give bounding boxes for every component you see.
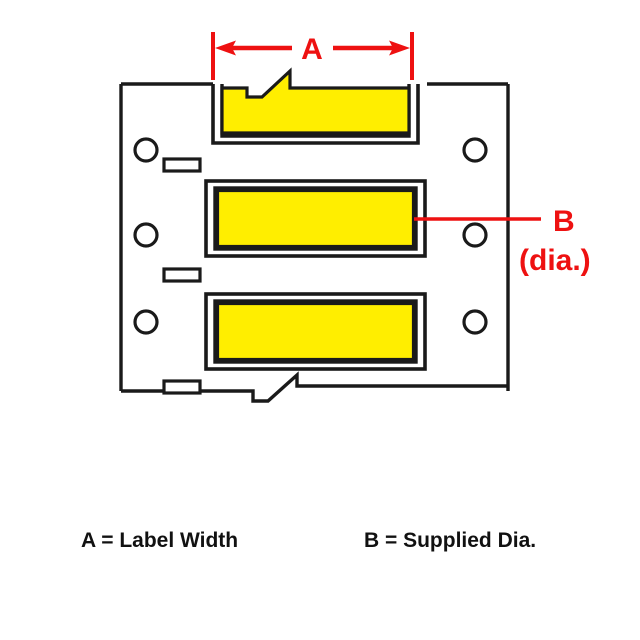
dimension-a-label: A	[301, 33, 323, 66]
registration-slot-2	[162, 267, 202, 283]
sleeve-top-outer-frame	[211, 84, 420, 145]
dimension-b-label: B	[553, 205, 575, 238]
sprocket-holes	[133, 137, 488, 335]
sprocket-hole-left-3	[133, 309, 159, 335]
sprocket-hole-right-2	[462, 222, 488, 248]
registration-slots	[162, 157, 202, 395]
legend-item-a: A = Label Width	[81, 529, 238, 552]
sleeve-middle	[204, 179, 427, 258]
carrier-strip	[119, 82, 510, 403]
sprocket-hole-right-1	[462, 137, 488, 163]
dimension-a-arrowhead-left	[215, 40, 236, 56]
dimension-b-sublabel: (dia.)	[519, 244, 591, 277]
registration-slot-1	[162, 157, 202, 173]
sprocket-hole-left-2	[133, 222, 159, 248]
sprocket-hole-left-1	[133, 137, 159, 163]
registration-slot-3	[162, 379, 202, 395]
dimension-b: B (dia.)	[414, 205, 591, 277]
legend-item-b: B = Supplied Dia.	[364, 529, 536, 552]
sleeve-bottom-body	[215, 301, 416, 362]
sprocket-hole-right-3	[462, 309, 488, 335]
sleeve-middle-body	[215, 188, 416, 249]
dimension-a: A	[211, 32, 414, 80]
sleeve-top	[211, 67, 420, 145]
dimension-a-arrowhead-right	[389, 40, 410, 56]
sleeve-bottom	[204, 292, 427, 371]
sleeve-top-body	[220, 67, 411, 135]
legend: A = Label Width B = Supplied Dia.	[81, 529, 536, 552]
carrier-bottom-break-line	[121, 371, 508, 403]
